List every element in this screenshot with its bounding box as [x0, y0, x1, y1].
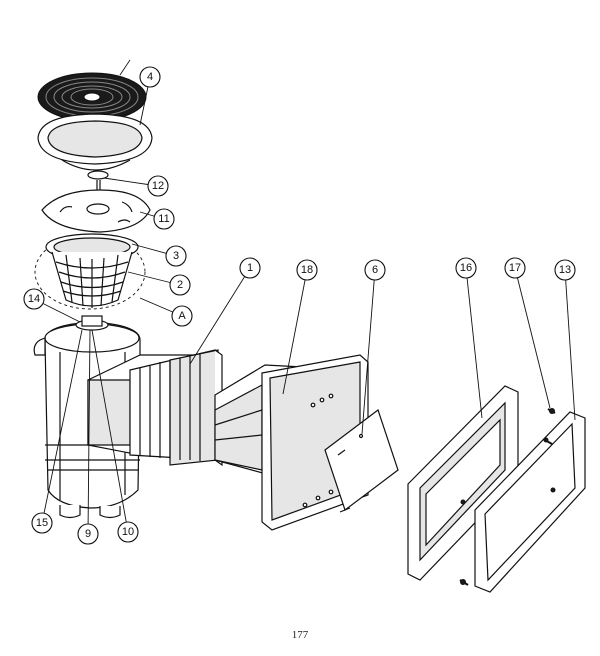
weir-flap [324, 409, 399, 513]
callout-a: A [171, 305, 193, 327]
callout-18: 18 [296, 259, 318, 281]
gasket-frame [407, 385, 519, 581]
callout-16: 16 [455, 257, 477, 279]
svg-text:12: 12 [152, 180, 164, 192]
svg-text:4: 4 [147, 71, 153, 83]
svg-text:3: 3 [173, 250, 179, 262]
svg-text:9: 9 [85, 528, 91, 540]
svg-text:11: 11 [158, 213, 169, 225]
page-number: 177 [291, 629, 309, 641]
callout-14: 14 [23, 288, 45, 310]
callout-1: 1 [239, 257, 261, 279]
svg-text:2: 2 [177, 279, 183, 291]
callout-6: 6 [364, 259, 386, 281]
ribbed-extension [129, 349, 223, 467]
svg-text:18: 18 [301, 264, 313, 276]
callout-2: 2 [169, 274, 191, 296]
skimmer-basket [34, 233, 146, 310]
callout-13: 13 [554, 259, 576, 281]
screw-set [459, 408, 556, 586]
svg-text:16: 16 [460, 262, 472, 274]
lid-ring [37, 113, 153, 180]
svg-text:13: 13 [559, 264, 571, 276]
svg-text:17: 17 [509, 262, 521, 274]
svg-text:15: 15 [36, 517, 48, 529]
callout-12: 12 [147, 175, 169, 197]
adjuster-plate [41, 189, 151, 233]
svg-text:1: 1 [247, 262, 253, 274]
callout-3: 3 [165, 245, 187, 267]
callout-17: 17 [504, 257, 526, 279]
callout-15: 15 [31, 512, 53, 534]
callout-10: 10 [117, 521, 139, 543]
callout-4: 4 [139, 66, 161, 88]
front-plate [474, 411, 586, 593]
callout-11: 11 [153, 208, 175, 230]
svg-text:10: 10 [122, 526, 134, 538]
svg-text:14: 14 [28, 293, 40, 305]
skimmer-lid [37, 59, 147, 122]
svg-text:A: A [178, 310, 186, 322]
svg-text:6: 6 [372, 264, 378, 276]
callout-9: 9 [77, 523, 99, 545]
